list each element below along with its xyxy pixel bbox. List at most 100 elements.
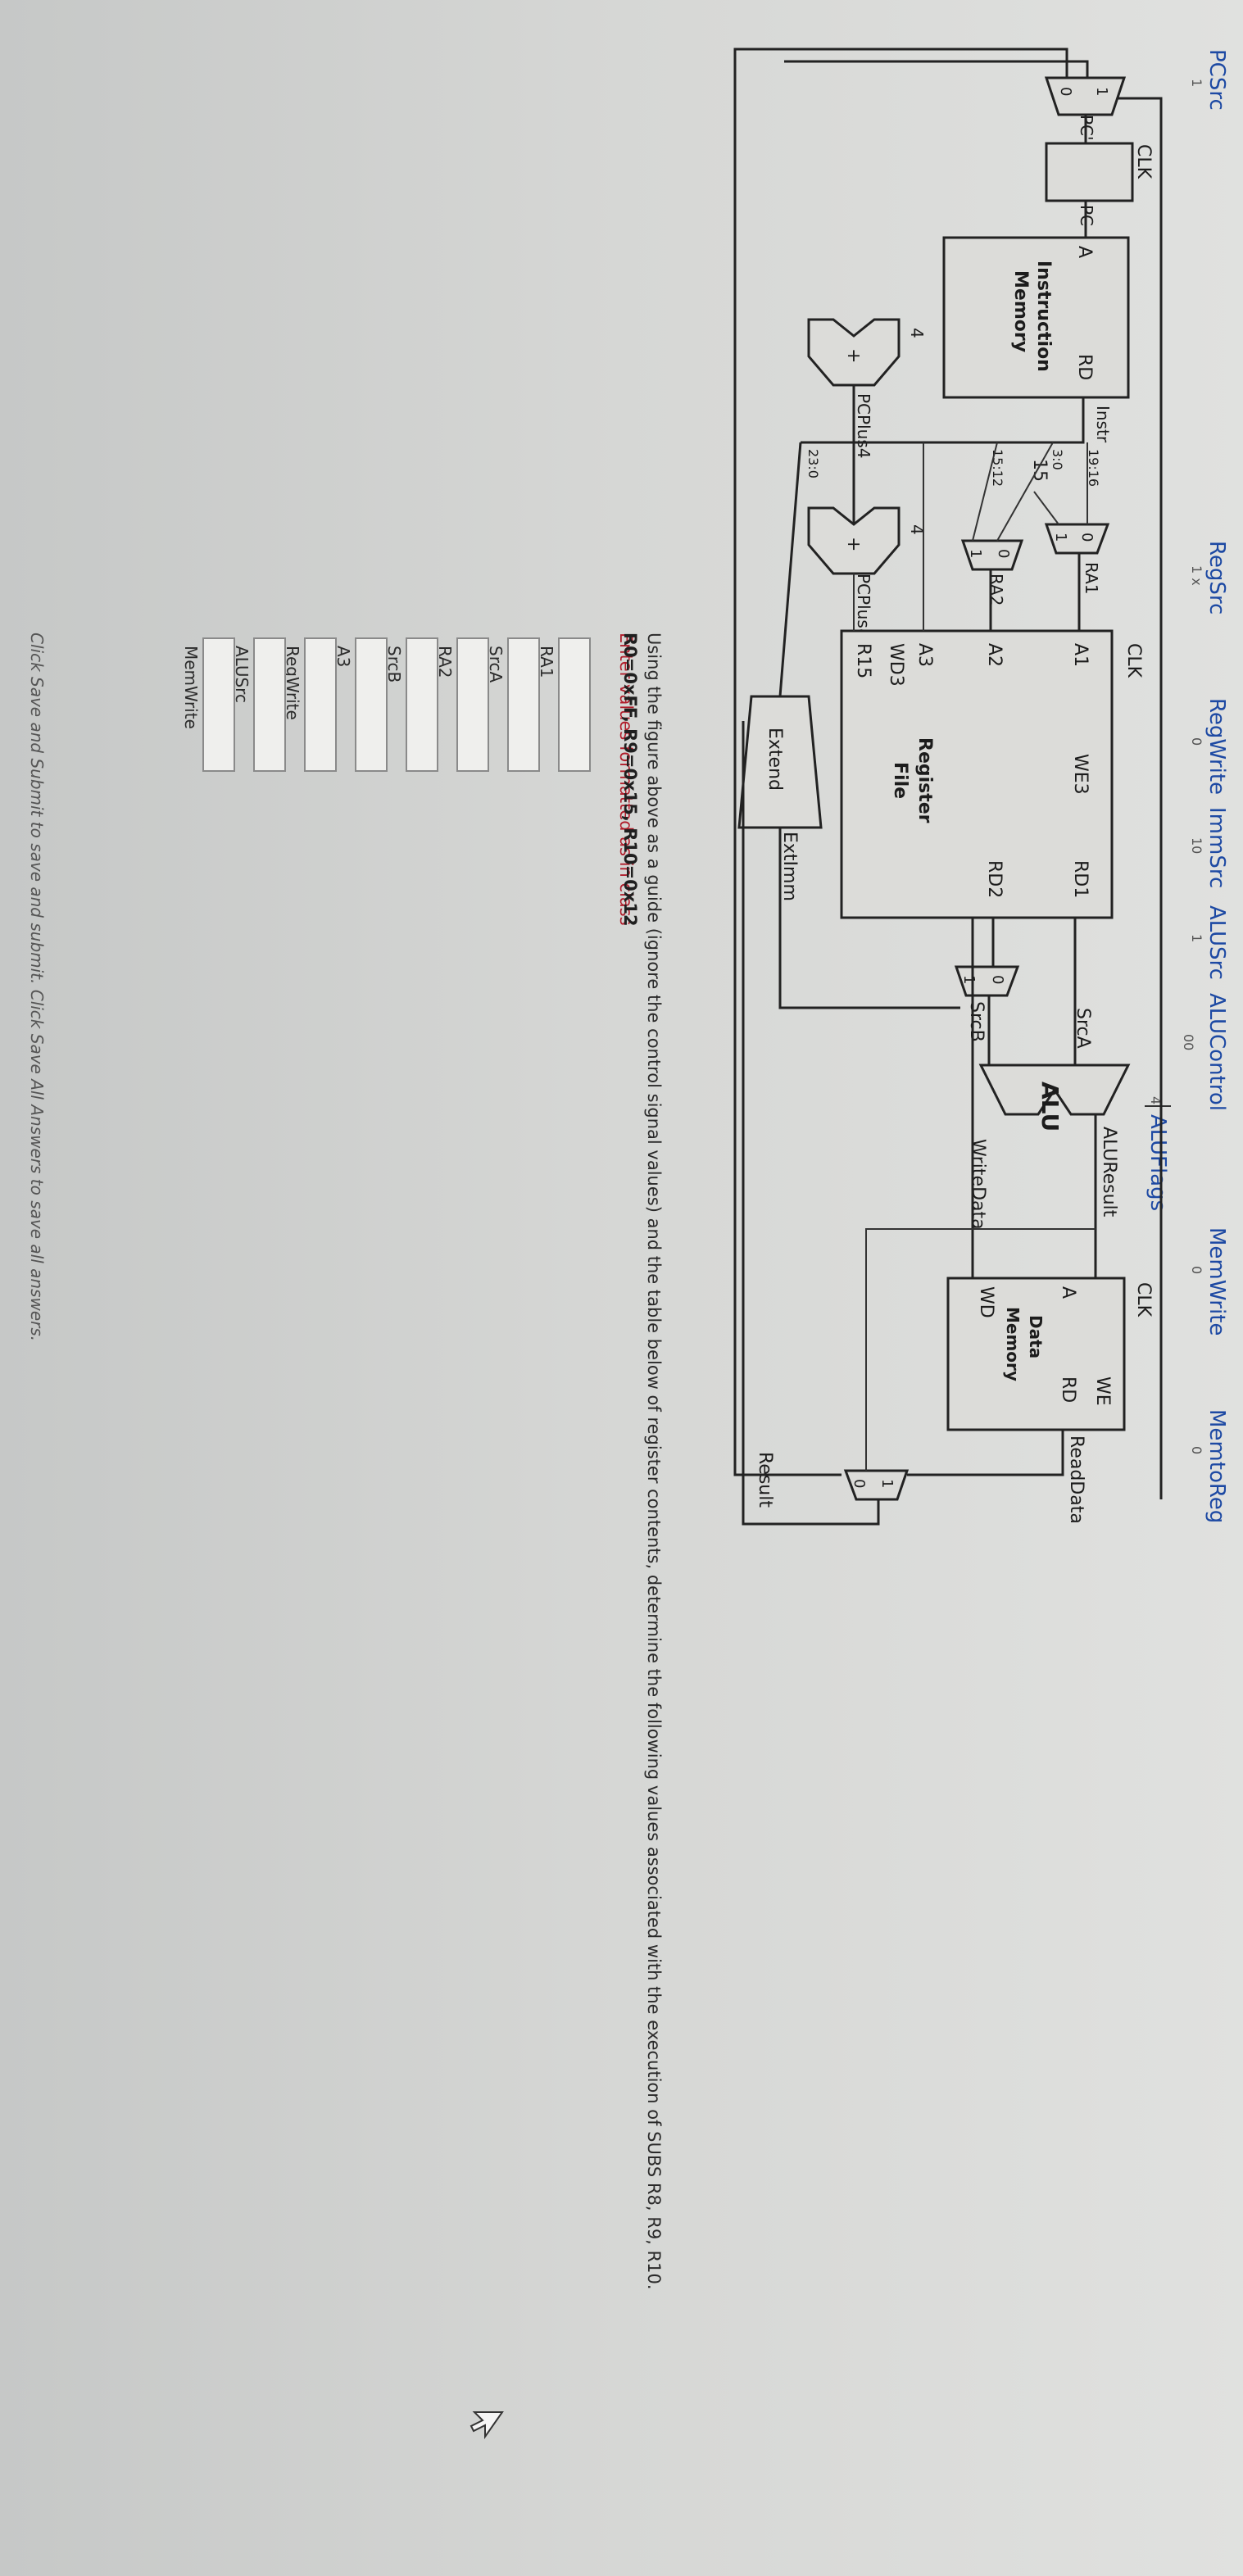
ra2-mux-one: 1 <box>967 549 984 558</box>
pc-mux-one: 1 <box>1093 87 1110 96</box>
regfile-title-2: File <box>890 762 910 799</box>
memwrite-label: MemWrite <box>1204 1227 1229 1336</box>
mux-input-wires <box>972 442 1088 542</box>
regfile-r15: R15 <box>853 643 873 678</box>
save-instructions: Click Save and Submit to save and submit… <box>27 633 47 1342</box>
ra2-mux <box>960 539 1024 571</box>
register-file <box>840 629 1114 919</box>
writedata-label: WriteData <box>968 1139 988 1230</box>
instr-label: Instr <box>1093 406 1113 443</box>
dmem-title-1: Data <box>1026 1315 1046 1358</box>
pcplus4-plus: + <box>843 348 864 363</box>
srca-answer-input[interactable] <box>507 637 540 772</box>
ra2-answer-input[interactable] <box>456 637 489 772</box>
pcplus8-label: PCPlus8 <box>854 574 873 638</box>
imem-a: A <box>1074 246 1095 258</box>
field-15-12: 15:12 <box>990 449 1005 487</box>
immsrc-value: 10 <box>1189 837 1204 854</box>
memtoreg-label: MemtoReg <box>1204 1409 1229 1523</box>
regfile-we3: WE3 <box>1070 754 1091 795</box>
alu-output-wires <box>971 918 1097 1278</box>
alusrc-answer-input[interactable] <box>253 637 286 772</box>
dmem-clk: CLK <box>1133 1282 1154 1317</box>
regfile-a1: A1 <box>1070 643 1091 667</box>
data-memory <box>946 1277 1126 1431</box>
pcplus4-label: PCPlus4 <box>854 393 873 458</box>
alucontrol-value: 00 <box>1181 1034 1196 1050</box>
regfile-input-wires <box>853 442 924 631</box>
readdata-wire <box>907 1430 1064 1476</box>
pcplus4-adder <box>807 318 900 387</box>
alusrc-value: 1 <box>1189 934 1204 942</box>
mouse-cursor-icon <box>470 2411 504 2440</box>
pc-mux <box>1044 76 1127 116</box>
regfile-wd3: WD3 <box>886 643 906 687</box>
a3-answer-input[interactable] <box>355 637 388 772</box>
readdata-label: ReadData <box>1066 1435 1086 1524</box>
pc-clk-label: CLK <box>1133 144 1154 179</box>
pcsrc-value: 1 <box>1189 79 1204 87</box>
field-23-0: 23:0 <box>805 449 821 478</box>
regfile-rd1: RD1 <box>1070 860 1091 898</box>
memwrite-value: 0 <box>1189 1266 1204 1274</box>
regwrite-label: RegWrite <box>1204 698 1229 795</box>
immsrc-label: ImmSrc <box>1204 807 1229 888</box>
imem-rd: RD <box>1074 354 1095 380</box>
dmem-we: WE <box>1092 1376 1113 1406</box>
memwrite-answer-input[interactable] <box>202 637 235 772</box>
pcplus8-plus: + <box>843 537 864 551</box>
result-label: Result <box>755 1452 775 1508</box>
regfile-clk: CLK <box>1123 643 1144 678</box>
extend-label: Extend <box>764 728 785 791</box>
pcsrc-label: PCSrc <box>1204 49 1229 111</box>
regfile-a2: A2 <box>984 643 1005 667</box>
question-body: Using the figure above as a guide (ignor… <box>644 633 664 2290</box>
ra1-answer-input[interactable] <box>558 637 591 772</box>
pcplus4-four: 4 <box>907 328 927 338</box>
ra1-mux <box>1044 523 1110 555</box>
instruction-memory <box>942 236 1130 399</box>
srcb-wires <box>987 918 995 1065</box>
regwrite-answer-input[interactable] <box>304 637 337 772</box>
alucontrol-label: ALUControl <box>1204 993 1229 1111</box>
field-3-0: 3:0 <box>1050 449 1065 470</box>
imem-title-1: Instruction <box>1033 261 1054 372</box>
alusrc-label: ALUSrc <box>1204 905 1229 980</box>
dmem-rd: RD <box>1058 1376 1078 1403</box>
alu <box>978 1064 1131 1116</box>
field-19-16: 19:16 <box>1086 449 1101 487</box>
extimm-label: ExtImm <box>779 832 800 901</box>
aluresult-label: ALUResult <box>1099 1127 1119 1218</box>
pc-register <box>1045 142 1134 202</box>
ra1-mux-zero: 0 <box>1078 533 1096 542</box>
regfile-rd2: RD2 <box>984 860 1005 898</box>
pcplus8-four: 4 <box>907 524 927 535</box>
pcplus8-adder <box>807 506 900 575</box>
aluflags-width: 4 <box>1148 1096 1164 1104</box>
pc-mux-zero: 0 <box>1057 87 1074 96</box>
regfile-a3: A3 <box>914 643 935 667</box>
arm-single-cycle-datapath-diagram: PCSrc 1 RegSrc 1 x RegWrite 0 ImmSrc 10 … <box>733 48 1229 1526</box>
srcb-label: SrcB <box>966 1001 987 1042</box>
dmem-title-2: Memory <box>1003 1307 1023 1381</box>
ra1-label: RA1 <box>1082 562 1101 595</box>
regsrc-value: 1 x <box>1189 565 1204 586</box>
extend-wires <box>778 442 960 1009</box>
register-contents: R0=0xFF, R9=0x15, R10=0x12 <box>620 633 640 927</box>
regsrc-label: RegSrc <box>1204 541 1229 615</box>
pcplus4-feedback-wire <box>784 60 1089 78</box>
pc-mux-top-wire <box>1116 97 1163 1499</box>
mux-output-wires <box>989 553 1081 631</box>
ra2-mux-zero: 0 <box>995 549 1012 558</box>
dmem-a: A <box>1058 1286 1078 1299</box>
instr-bus <box>801 397 1085 444</box>
srcb-mux-one: 1 <box>960 975 978 984</box>
extend-unit <box>737 695 823 829</box>
ra1-mux-one: 1 <box>1052 533 1069 542</box>
result-wire <box>742 721 880 1526</box>
aluresult-bypass-wire <box>865 1228 1096 1471</box>
srcb-answer-input[interactable] <box>406 637 438 772</box>
result-mux-zero: 0 <box>851 1479 868 1488</box>
regfile-title-1: Register <box>914 737 935 823</box>
